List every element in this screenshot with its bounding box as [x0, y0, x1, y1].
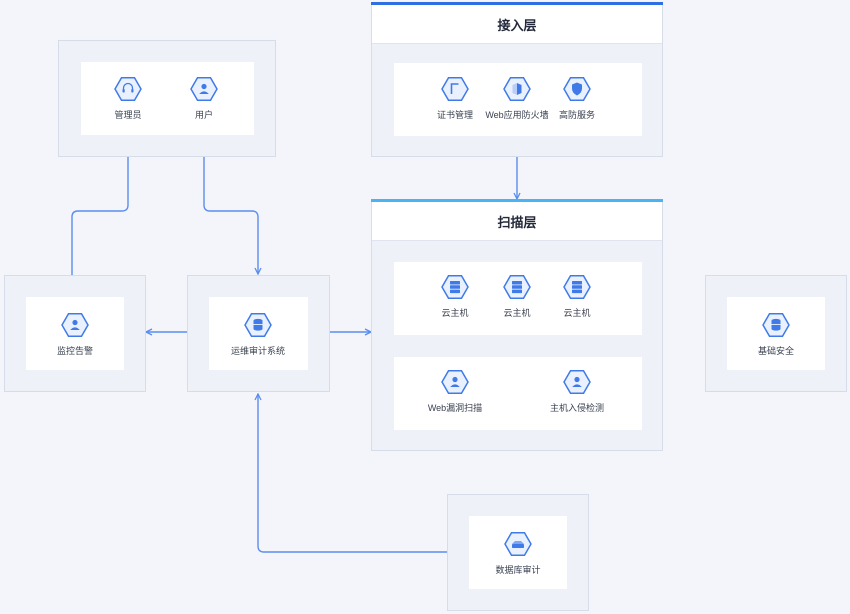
node-user[interactable]: 用户 — [164, 75, 244, 121]
node-host-1[interactable]: 云主机 — [415, 273, 495, 319]
node-host-2[interactable]: 云主机 — [477, 273, 557, 319]
node-host-2-label: 云主机 — [503, 308, 531, 318]
node-ddos[interactable]: 高防服务 — [537, 75, 617, 121]
certificate-icon — [441, 76, 469, 102]
server-icon — [563, 274, 591, 300]
node-db-audit-label: 数据库审计 — [495, 565, 541, 575]
node-base-security[interactable]: 基础安全 — [736, 311, 816, 357]
node-ops-audit-label: 运维审计系统 — [230, 346, 285, 356]
users-card — [81, 62, 254, 135]
node-base-security-label: 基础安全 — [757, 346, 794, 356]
server-icon — [441, 274, 469, 300]
scan-icon — [441, 369, 469, 395]
disk-icon — [504, 531, 532, 557]
node-ops-audit[interactable]: 运维审计系统 — [218, 311, 298, 357]
user-icon — [190, 76, 218, 102]
node-user-label: 用户 — [194, 110, 213, 120]
node-host-3[interactable]: 云主机 — [537, 273, 617, 319]
node-db-audit[interactable]: 数据库审计 — [478, 530, 558, 576]
database-icon — [244, 312, 272, 338]
headset-icon — [114, 76, 142, 102]
scan-layer-accent — [371, 199, 663, 202]
server-icon — [503, 274, 531, 300]
scan-tools-card — [394, 357, 642, 430]
node-admin[interactable]: 管理员 — [88, 75, 168, 121]
node-web-scan-label: Web漏洞扫描 — [427, 403, 483, 413]
node-host-3-label: 云主机 — [563, 308, 591, 318]
node-ddos-label: 高防服务 — [558, 110, 595, 120]
firewall-icon — [503, 76, 531, 102]
access-layer-panel: 接入层 — [371, 2, 663, 157]
scan-layer-title: 扫描层 — [372, 202, 662, 241]
node-cert-label: 证书管理 — [436, 110, 473, 120]
node-monitor[interactable]: 监控告警 — [35, 311, 115, 357]
access-layer-title: 接入层 — [372, 5, 662, 44]
node-cert[interactable]: 证书管理 — [415, 75, 495, 121]
node-host-1-label: 云主机 — [441, 308, 469, 318]
database-icon — [762, 312, 790, 338]
scan-layer-panel: 扫描层 — [371, 199, 663, 451]
user-icon — [61, 312, 89, 338]
node-waf-label: Web应用防火墙 — [485, 110, 549, 120]
node-host-ids[interactable]: 主机入侵检测 — [537, 368, 617, 414]
node-monitor-label: 监控告警 — [56, 346, 93, 356]
node-waf[interactable]: Web应用防火墙 — [477, 75, 557, 121]
shield-icon — [563, 76, 591, 102]
access-layer-accent — [371, 2, 663, 5]
node-admin-label: 管理员 — [114, 110, 142, 120]
node-web-scan[interactable]: Web漏洞扫描 — [415, 368, 495, 414]
node-host-ids-label: 主机入侵检测 — [549, 403, 604, 413]
users-panel — [58, 40, 276, 157]
scan-icon — [563, 369, 591, 395]
